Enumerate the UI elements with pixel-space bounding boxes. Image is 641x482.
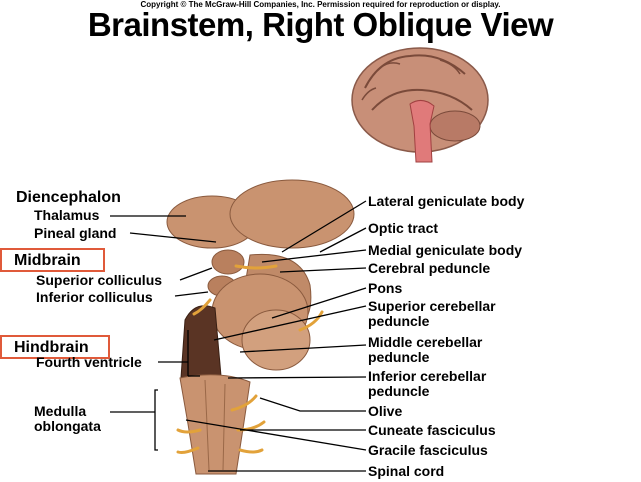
page-title: Brainstem, Right Oblique View [87, 6, 554, 43]
label-diencephalon: Diencephalon [16, 189, 121, 206]
leader-lines [110, 200, 367, 472]
sagittal-brain-inset [351, 47, 489, 163]
label-thalamus: Thalamus [34, 207, 100, 223]
label-cuneate-fasciculus: Cuneate fasciculus [368, 422, 496, 438]
label-spinal-cord: Spinal cord [368, 463, 445, 479]
label-gracile-fasciculus: Gracile fasciculus [368, 442, 488, 458]
label-middle-cerebellar: Middle cerebellar [368, 334, 483, 350]
label-fourth-ventricle: Fourth ventricle [36, 354, 142, 370]
label-superior-colliculus: Superior colliculus [36, 272, 163, 288]
label-inferior-colliculus: Inferior colliculus [36, 289, 153, 305]
label-olive: Olive [368, 403, 403, 419]
label-medial-geniculate-body: Medial geniculate body [368, 242, 523, 258]
label-optic-tract: Optic tract [368, 220, 439, 236]
label-pineal-gland: Pineal gland [34, 225, 117, 241]
brainstem-structure [166, 179, 355, 475]
label-inferior-cerebellar-peduncle: peduncle [368, 383, 430, 399]
label-medulla: Medulla [34, 403, 87, 419]
label-oblongata: oblongata [34, 418, 101, 434]
label-midbrain: Midbrain [14, 252, 81, 269]
label-superior-cerebellar-peduncle: peduncle [368, 313, 430, 329]
label-superior-cerebellar: Superior cerebellar [368, 298, 496, 314]
label-hindbrain: Hindbrain [14, 339, 89, 356]
label-middle-cerebellar-peduncle: peduncle [368, 349, 430, 365]
copyright-notice: Copyright © The McGraw-Hill Companies, I… [140, 0, 501, 9]
label-lateral-geniculate-body: Lateral geniculate body [368, 193, 525, 209]
label-pons: Pons [368, 280, 403, 296]
label-cerebral-peduncle: Cerebral peduncle [368, 260, 491, 276]
label-inferior-cerebellar: Inferior cerebellar [368, 368, 487, 384]
hindbrain-highlight-box [0, 335, 110, 359]
midbrain-highlight-box [0, 248, 105, 272]
